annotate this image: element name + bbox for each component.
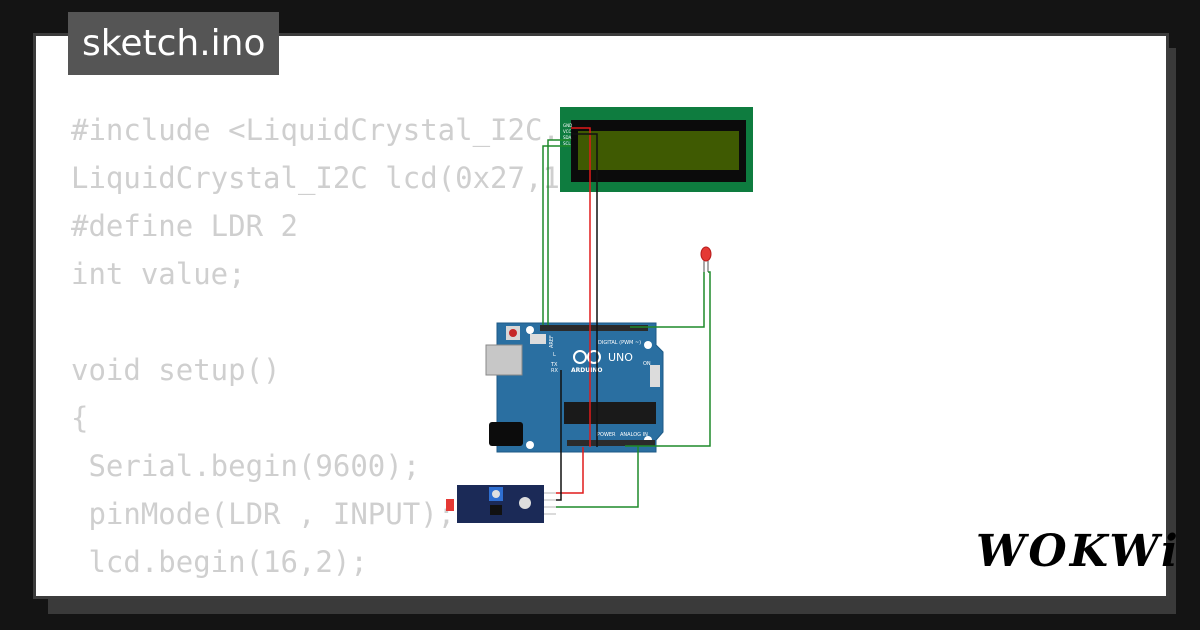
atmega-chip bbox=[564, 402, 656, 424]
lcd-pin-sda: SDA bbox=[563, 135, 572, 140]
lcd-pin-gnd: GND bbox=[563, 123, 572, 128]
code-line: LiquidCrystal_I2C lcd(0x27,16,2); bbox=[71, 161, 648, 195]
ldr-sensor-module[interactable] bbox=[446, 485, 556, 523]
code-preview: #include <LiquidCrystal_I2C.h> LiquidCrys… bbox=[71, 106, 648, 596]
arduino-logo-icon bbox=[573, 350, 587, 364]
wire-led-gnd bbox=[625, 271, 711, 447]
arduino-logo-icon-right bbox=[587, 350, 601, 364]
lcd-screen bbox=[578, 131, 739, 170]
code-line: void setup() bbox=[71, 353, 281, 387]
aref-label: AREF bbox=[549, 335, 555, 348]
code-line: lcd.begin(16,2); bbox=[71, 545, 368, 579]
led-rx-label: RX bbox=[551, 368, 558, 374]
analog-header-label: ANALOG IN bbox=[620, 432, 648, 438]
ldr-photoresistor bbox=[446, 499, 454, 511]
wire-ldr-vcc bbox=[556, 447, 584, 494]
usb-port bbox=[485, 344, 523, 376]
wire-lcd-vcc bbox=[571, 127, 591, 447]
wire-lcd-scl bbox=[542, 145, 571, 325]
wokwi-logo[interactable]: WOKWi bbox=[976, 526, 1181, 577]
code-line: #include <LiquidCrystal_I2C.h> bbox=[71, 113, 595, 147]
wire-lcd-sda bbox=[547, 139, 571, 325]
comparator-chip bbox=[490, 505, 502, 515]
ldr-icon bbox=[519, 497, 531, 509]
reset-button-cap bbox=[509, 329, 517, 337]
code-line: pinMode(LDR , INPUT); bbox=[71, 497, 456, 531]
mount-hole bbox=[644, 341, 652, 349]
icsp-header bbox=[530, 334, 546, 344]
board-model-label: UNO bbox=[608, 351, 633, 364]
analog-power-header bbox=[567, 440, 655, 446]
lcd-1602-i2c[interactable]: GND VCC SDA SCL bbox=[560, 107, 753, 192]
code-line: Serial.begin(9600); bbox=[71, 449, 421, 483]
icsp-header-2 bbox=[650, 365, 660, 387]
arduino-uno-board[interactable]: UNO ARDUINO DIGITAL (PWM ~) ANALOG IN PO… bbox=[485, 322, 664, 453]
lcd-pin-scl: SCL bbox=[563, 141, 571, 146]
digital-header-label: DIGITAL (PWM ~) bbox=[598, 340, 641, 346]
wire-ldr-out bbox=[556, 446, 639, 508]
code-line: int value; bbox=[71, 257, 246, 291]
red-led[interactable] bbox=[700, 246, 712, 272]
power-jack bbox=[489, 422, 523, 446]
wires bbox=[542, 127, 711, 508]
code-line: #define LDR 2 bbox=[71, 209, 298, 243]
led-tx-label: TX bbox=[550, 362, 558, 368]
board-brand-label: ARDUINO bbox=[571, 367, 602, 374]
mount-hole bbox=[526, 326, 534, 334]
wire-ldr-gnd bbox=[556, 370, 562, 501]
led-l-label: L bbox=[553, 352, 556, 358]
power-header-label: POWER bbox=[597, 432, 616, 438]
mount-hole bbox=[526, 441, 534, 449]
led-on-label: ON bbox=[643, 361, 651, 367]
wire-lcd-gnd bbox=[571, 133, 598, 447]
digital-header bbox=[540, 325, 648, 331]
sketch-tab[interactable]: sketch.ino bbox=[68, 12, 280, 75]
code-line: lcd.print("MOISTURE MONITOR"); bbox=[71, 586, 647, 596]
potentiometer-knob bbox=[492, 490, 500, 498]
wire-led-pin bbox=[630, 272, 705, 328]
code-line: { bbox=[71, 401, 89, 435]
lcd-pin-vcc: VCC bbox=[563, 129, 572, 134]
